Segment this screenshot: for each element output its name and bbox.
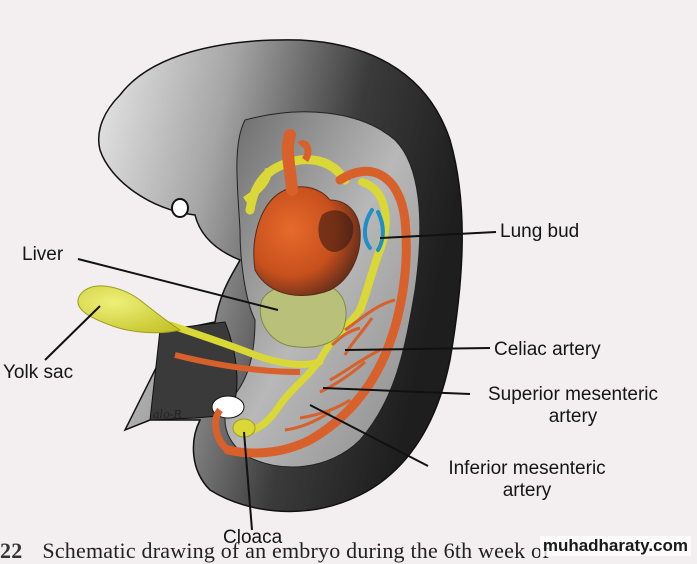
figure-number: 22 <box>0 538 23 563</box>
superior-mesenteric-branches <box>319 348 381 394</box>
label-superior-mesenteric-artery: Superior mesenteric artery <box>473 384 673 428</box>
leader-inferior-mesenteric <box>309 404 429 467</box>
leader-cloaca <box>243 431 253 531</box>
lung-bud <box>363 208 385 252</box>
leader-superior-mesenteric <box>322 387 471 395</box>
label-inferior-mesenteric-artery: Inferior mesenteric artery <box>432 458 622 502</box>
umbilical-artery <box>212 407 231 453</box>
otic-pit <box>171 198 189 218</box>
label-celiac-artery: Celiac artery <box>494 339 601 360</box>
label-lung-bud: Lung bud <box>500 221 580 242</box>
artist-signature: alo-R <box>153 408 182 421</box>
figure-caption-text: Schematic drawing of an embryo during th… <box>42 538 550 563</box>
yolk-sac <box>77 285 182 334</box>
label-yolk-sac: Yolk sac <box>3 362 74 383</box>
leader-lines <box>44 231 497 531</box>
leader-yolk-sac <box>44 305 101 361</box>
leader-liver <box>77 258 279 311</box>
label-inferior-mesenteric-line2: artery <box>502 480 552 501</box>
label-superior-mesenteric-line1: Superior mesenteric <box>487 384 659 405</box>
label-inferior-mesenteric-line1: Inferior mesenteric <box>448 458 606 479</box>
aortic-sac <box>281 129 298 196</box>
vitelline-duct <box>166 321 324 368</box>
heart-chamber <box>318 210 354 252</box>
dorsal-aorta <box>223 166 411 458</box>
vitelline-artery <box>174 352 301 375</box>
pharyngeal-pouch <box>243 167 272 203</box>
celiac-branches <box>331 298 396 356</box>
label-liver: Liver <box>22 244 64 265</box>
aortic-arch <box>297 140 312 163</box>
leader-celiac <box>344 347 491 351</box>
leader-lung-bud <box>379 231 497 239</box>
figure-caption: 22 Schematic drawing of an embryo during … <box>0 538 550 564</box>
label-cloaca: Cloaca <box>223 527 283 548</box>
label-superior-mesenteric-line2: artery <box>548 406 598 427</box>
site-watermark: muhadharaty.com <box>539 536 691 556</box>
